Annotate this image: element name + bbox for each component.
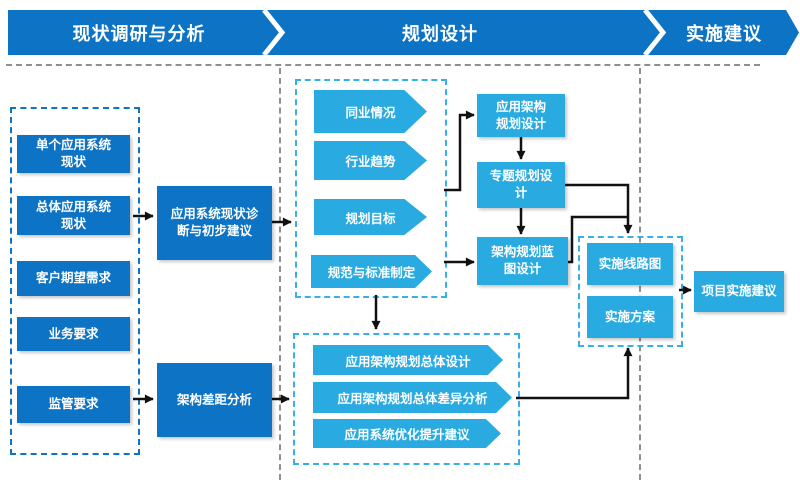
- phase-title-planning: 规划设计: [402, 23, 478, 45]
- node-implementation-roadmap: 实施线路图: [587, 243, 673, 285]
- chevron-industry-trend: 行业趋势: [314, 141, 427, 180]
- chevron-peer-situation: 同业情况: [314, 90, 427, 133]
- arrow-special-to-roadmap: [565, 183, 633, 234]
- chevron-standards: 规范与标准制定: [311, 255, 432, 288]
- phase-title-implementation: 实施建议: [686, 23, 762, 45]
- implementation-group-box: [578, 236, 683, 347]
- node-architecture-gap-analysis: 架构差距分析: [157, 363, 272, 437]
- chevron-overall-design: 应用架构规划总体设计: [313, 345, 503, 375]
- node-implementation-plan: 实施方案: [587, 296, 673, 338]
- chevron-label: 同业情况: [345, 105, 396, 120]
- node-blueprint-design: 架构规划蓝 图设计: [477, 237, 568, 285]
- node-single-app-status: 单个应用系统 现状: [17, 135, 130, 173]
- node-regulatory-requirement: 监管要求: [17, 386, 130, 423]
- arrow-overall-to-plan: [516, 347, 633, 400]
- chevron-label: 规范与标准制定: [327, 265, 416, 280]
- chevron-label: 应用架构规划总体差异分析: [337, 391, 488, 406]
- chevron-planning-goal: 规划目标: [314, 199, 427, 235]
- phase-title-research: 现状调研与分析: [72, 23, 206, 45]
- node-overall-app-status: 总体应用系统 现状: [17, 196, 130, 235]
- node-project-implementation-proposal: 项目实施建议: [694, 271, 784, 312]
- chevron-label: 应用系统优化提升建议: [344, 427, 470, 442]
- chevron-label: 应用架构规划总体设计: [345, 353, 471, 369]
- arrow-research-to-apparch: [444, 110, 475, 192]
- node-app-architecture-design: 应用架构 规划设计: [477, 94, 565, 137]
- node-business-requirement: 业务要求: [17, 317, 130, 351]
- phase-separator-chevron-icon: [262, 8, 286, 57]
- horizontal-divider: [6, 64, 760, 66]
- node-customer-expectation: 客户期望需求: [17, 261, 130, 296]
- chevron-overall-gap-analysis: 应用架构规划总体差异分析: [313, 382, 512, 413]
- current-status-group-box: [10, 107, 140, 455]
- phase-separator-chevron-icon: [643, 8, 667, 57]
- chevron-label: 行业趋势: [345, 154, 396, 169]
- phase-banner-shape: [8, 10, 799, 55]
- phase-banner: [8, 8, 799, 57]
- chevron-optimization-suggestion: 应用系统优化提升建议: [313, 419, 501, 448]
- node-status-diagnosis: 应用系统现状诊 断与初步建议: [157, 186, 272, 260]
- node-special-planning-design: 专题规划设 计: [477, 162, 565, 208]
- phase-divider-1: [279, 68, 281, 480]
- chevron-label: 规划目标: [345, 210, 396, 226]
